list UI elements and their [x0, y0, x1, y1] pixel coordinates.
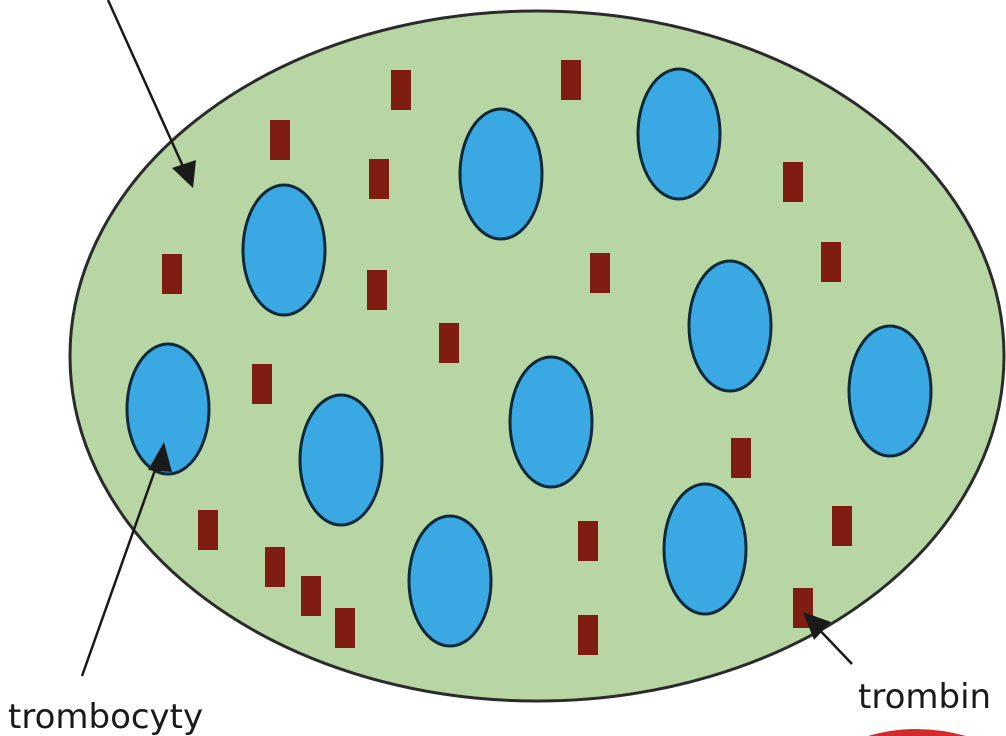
thrombin-particle: [391, 70, 411, 110]
thrombin-particle: [369, 159, 389, 199]
platelet-cell: [510, 357, 592, 487]
top-arrow: [108, 0, 190, 182]
thrombin-particle: [301, 576, 321, 616]
thrombin-label: trombin: [858, 677, 991, 717]
thrombin-particle: [578, 615, 598, 655]
thrombin-particle: [335, 608, 355, 648]
platelet-cell: [127, 344, 209, 474]
platelet-cell: [849, 326, 931, 456]
corner-mark: [868, 729, 966, 736]
thrombin-particle: [578, 521, 598, 561]
thrombin-particle: [561, 60, 581, 100]
thrombin-particle: [821, 242, 841, 282]
platelet-cell: [460, 109, 542, 239]
thrombin-particle: [832, 506, 852, 546]
thrombin-particle: [783, 162, 803, 202]
platelet-cell: [664, 484, 746, 614]
platelets-label: trombocyty: [8, 697, 203, 736]
thrombin-particle: [265, 547, 285, 587]
thrombin-particle: [162, 254, 182, 294]
thrombin-particle: [731, 438, 751, 478]
platelet-cell: [409, 516, 491, 646]
platelet-cell: [300, 395, 382, 525]
thrombin-particle: [252, 364, 272, 404]
thrombin-particle: [270, 120, 290, 160]
platelet-cell: [689, 261, 771, 391]
thrombin-particle: [590, 253, 610, 293]
platelet-cell: [243, 185, 325, 315]
thrombin-particle: [367, 270, 387, 310]
thrombin-particle: [198, 510, 218, 550]
thrombin-particle: [439, 323, 459, 363]
platelet-cell: [638, 69, 720, 199]
